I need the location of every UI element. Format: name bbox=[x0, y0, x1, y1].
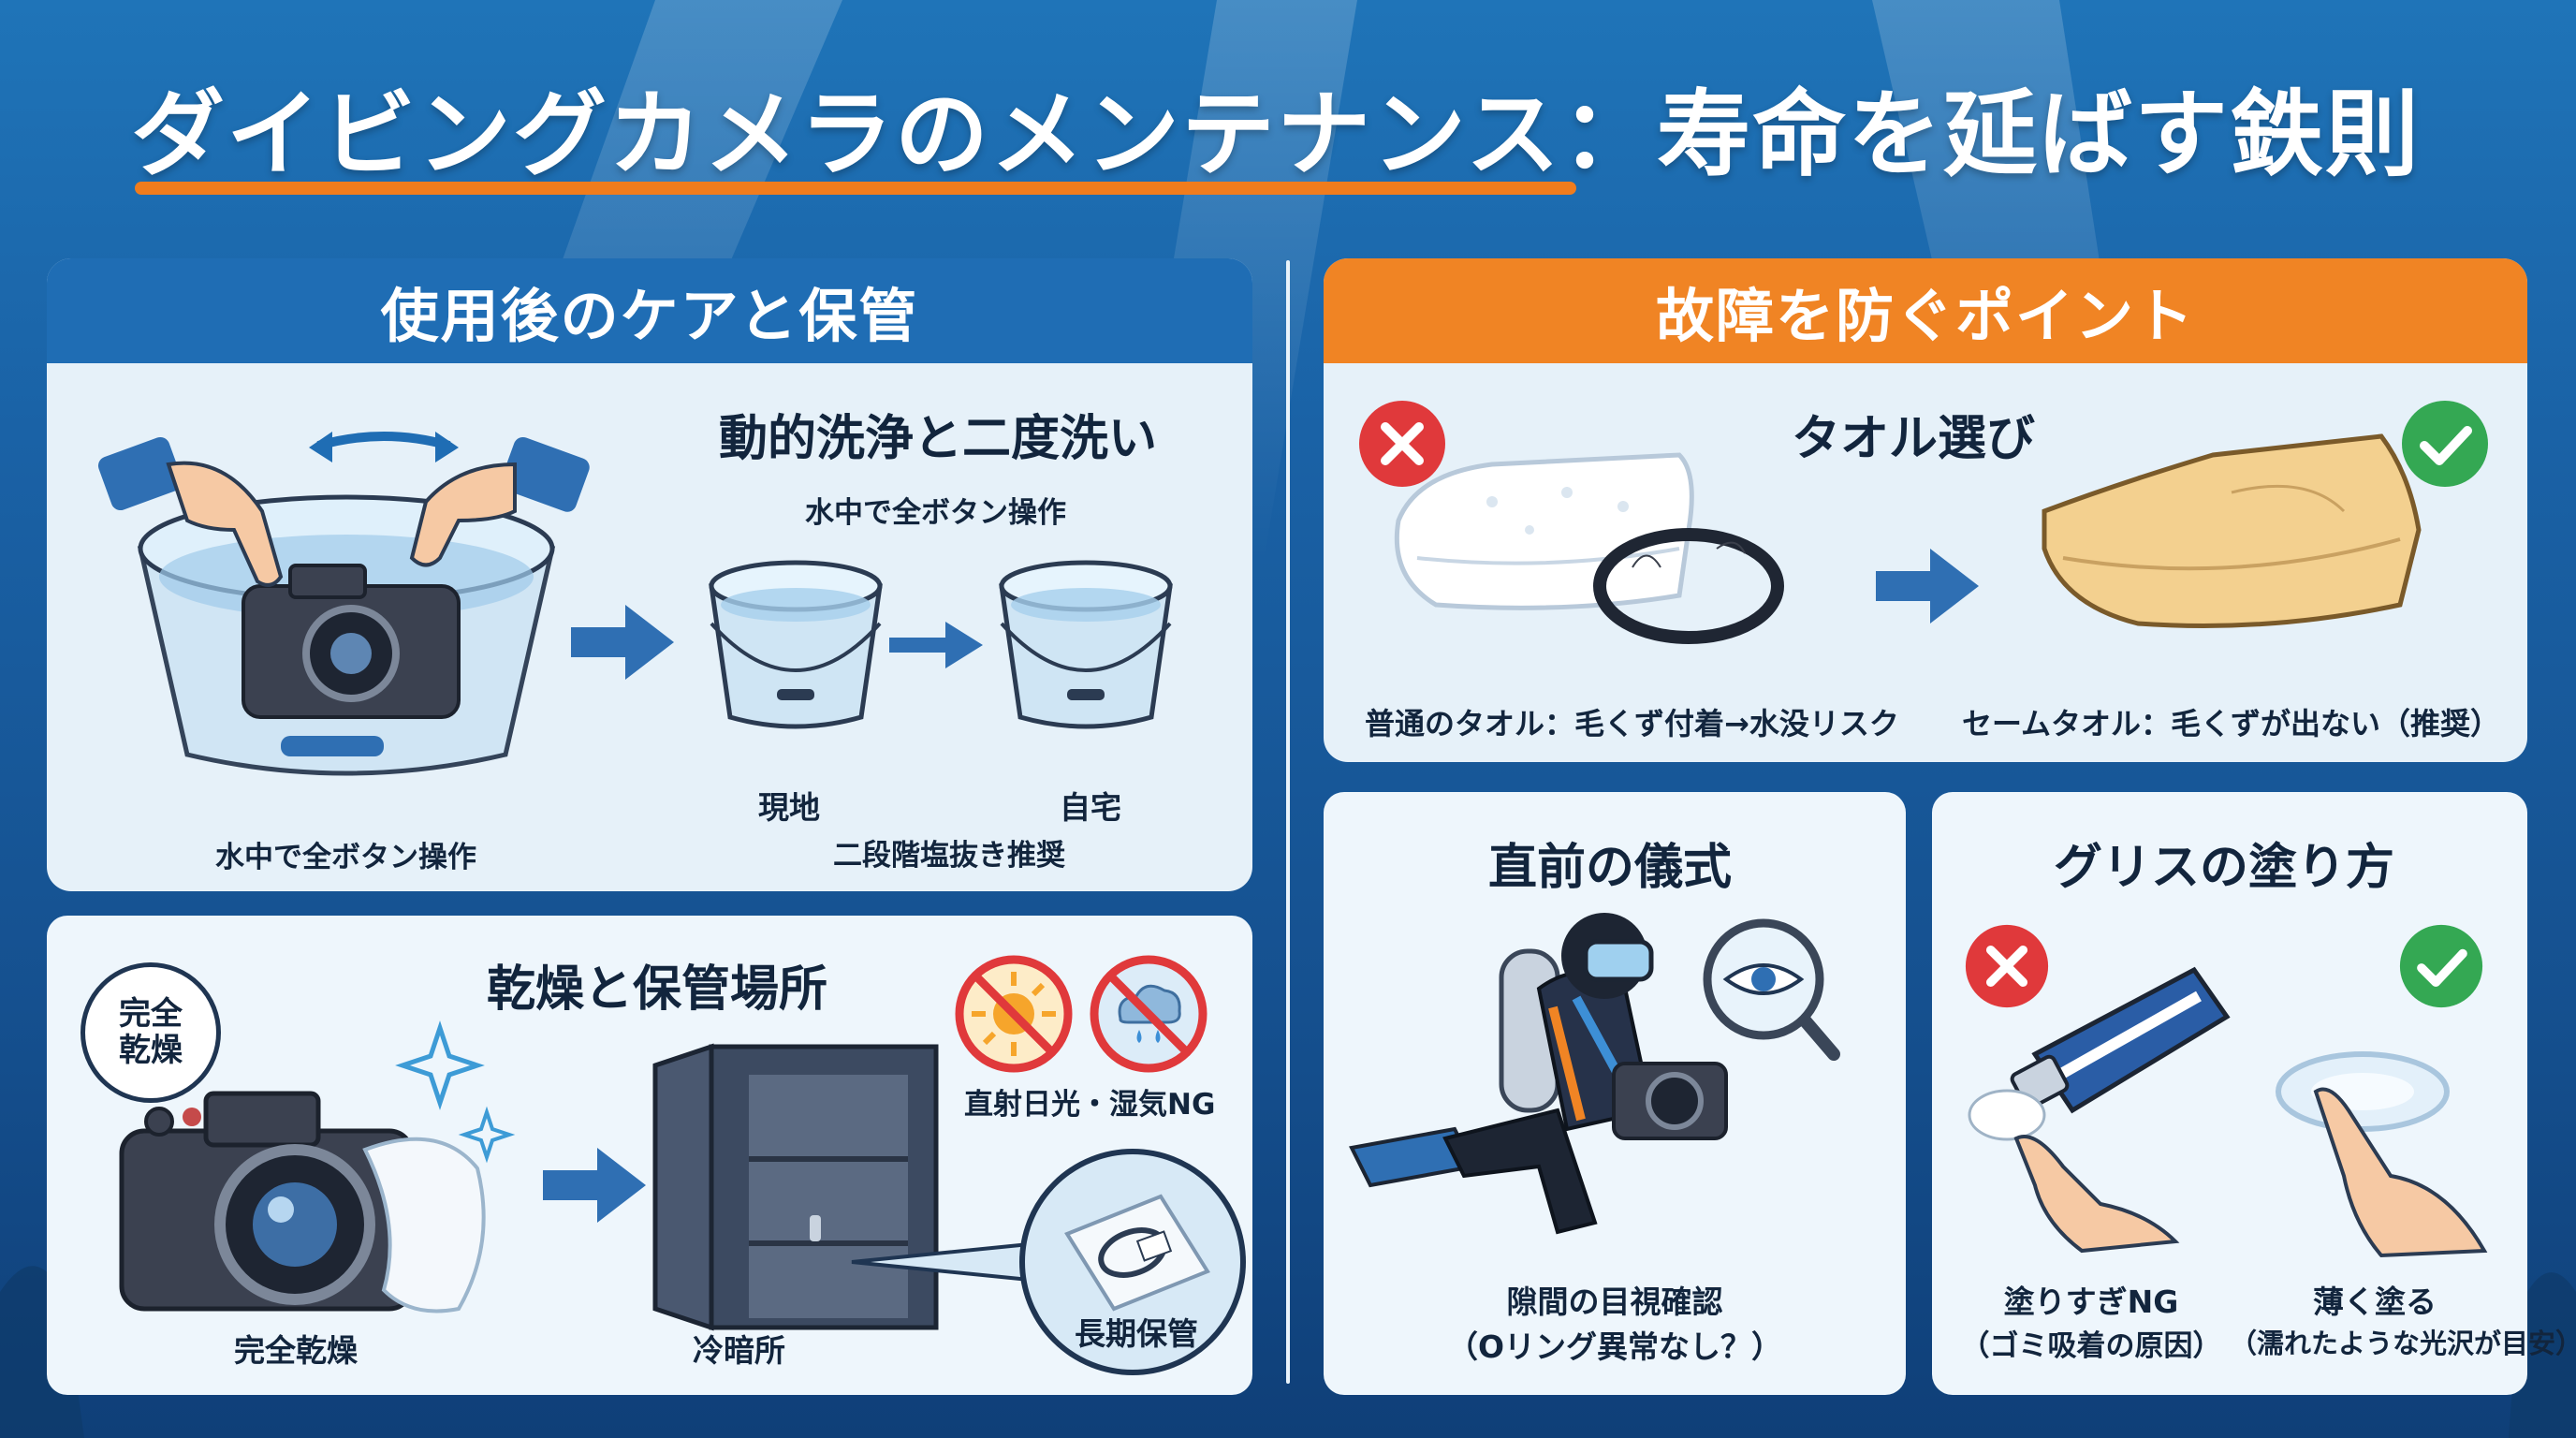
grease-tube-icon bbox=[1968, 966, 2231, 1254]
panel-failure-prevention: 故障を防ぐポイント タオル選び bbox=[1324, 258, 2527, 762]
x-mark-icon bbox=[1965, 924, 2049, 1008]
dry-badge-text: 完全 乾燥 bbox=[119, 994, 183, 1069]
card-pre-dive-ritual: 直前の儀式 隙間の目視確認 bbox=[1324, 792, 1906, 1395]
hand-icon bbox=[97, 436, 284, 587]
ritual-label-line2: （Oリング異常なし？） bbox=[1446, 1328, 1783, 1365]
card-drying-storage: 乾燥と保管場所 完全 乾燥 完全乾燥 bbox=[47, 916, 1252, 1395]
grease-bad-line1: 塗りすぎNG bbox=[2003, 1284, 2179, 1320]
no-sun-icon bbox=[955, 955, 1073, 1073]
card-grease: グリスの塗り方 塗りすぎNG （ゴミ吸着の bbox=[1932, 792, 2576, 1395]
title-underline bbox=[135, 182, 1576, 195]
grease-heading: グリスの塗り方 bbox=[2054, 840, 2395, 896]
arrow-right-icon bbox=[1876, 549, 1979, 624]
label-cool: 冷暗所 bbox=[693, 1332, 785, 1369]
towel-icon bbox=[1394, 452, 1784, 644]
o-ring-icon bbox=[1593, 528, 1784, 644]
wash-heading: 動的洗浄と二度洗い bbox=[719, 411, 1158, 467]
hand-icon bbox=[409, 436, 590, 567]
label-two-stage: 二段階塩抜き推奨 bbox=[833, 839, 1065, 873]
arrow-right-icon bbox=[543, 1148, 646, 1223]
dry-badge: 完全 乾燥 bbox=[80, 962, 221, 1103]
magnifier-eye-icon bbox=[1703, 918, 1840, 1061]
arrow-right-icon bbox=[889, 622, 983, 668]
panel-header-prevention: 故障を防ぐポイント bbox=[1324, 258, 2527, 363]
grease-bad-line2: （ゴミ吸着の原因） bbox=[1960, 1329, 2222, 1363]
panel-header-care: 使用後のケアと保管 bbox=[47, 258, 1252, 363]
hand-icon bbox=[2313, 1087, 2488, 1258]
bucket-icon bbox=[709, 560, 883, 729]
bucket-caption: 水中で全ボタン操作 bbox=[215, 841, 476, 874]
chamois-icon bbox=[2042, 433, 2422, 628]
diver-icon bbox=[1349, 913, 1840, 1235]
label-ng: 直射日光・湿気NG bbox=[964, 1088, 1216, 1122]
camera-icon bbox=[242, 564, 461, 719]
label-site: 現地 bbox=[758, 789, 820, 826]
zip-bag-icon bbox=[851, 1149, 1246, 1375]
wash-sub-caption: 水中で全ボタン操作 bbox=[805, 496, 1066, 530]
storage-heading: 乾燥と保管場所 bbox=[487, 961, 828, 1018]
sparkle-icon bbox=[395, 1020, 516, 1164]
ritual-label-line1: 隙間の目視確認 bbox=[1506, 1284, 1723, 1320]
hand-icon bbox=[2013, 1135, 2180, 1254]
check-mark-icon bbox=[2402, 401, 2488, 487]
ritual-heading: 直前の儀式 bbox=[1488, 840, 1733, 896]
bucket-washing-illustration bbox=[97, 432, 590, 776]
panel-care-storage: 使用後のケアと保管 bbox=[47, 258, 1252, 891]
label-long-term: 長期保管 bbox=[1075, 1315, 1198, 1352]
no-rain-icon bbox=[1090, 955, 1208, 1073]
check-mark-icon bbox=[2399, 924, 2483, 1008]
label-towel-bad: 普通のタオル：毛くず付着→水没リスク bbox=[1365, 706, 1899, 741]
title-area: ダイビングカメラのメンテナンス：寿命を延ばす鉄則 bbox=[131, 58, 2471, 198]
arrow-right-icon bbox=[571, 605, 674, 680]
label-towel-good: セームタオル：毛くずが出ない（推奨） bbox=[1962, 706, 2501, 741]
page-title: ダイビングカメラのメンテナンス：寿命を延ばす鉄則 bbox=[131, 80, 2421, 189]
bucket-icon bbox=[999, 560, 1173, 729]
rotate-arrow-icon bbox=[309, 432, 459, 462]
grease-good-line2: （濡れたような光沢が目安） bbox=[2230, 1328, 2576, 1359]
grease-good-line1: 薄く塗る bbox=[2313, 1284, 2437, 1320]
towel-heading: タオル選び bbox=[1792, 411, 2036, 467]
camera-icon bbox=[119, 1020, 516, 1313]
label-dry: 完全乾燥 bbox=[234, 1332, 358, 1369]
x-mark-icon bbox=[1359, 401, 1445, 487]
center-divider bbox=[1286, 260, 1290, 1384]
label-home: 自宅 bbox=[1060, 789, 1121, 826]
o-ring-icon bbox=[2276, 1051, 2488, 1258]
